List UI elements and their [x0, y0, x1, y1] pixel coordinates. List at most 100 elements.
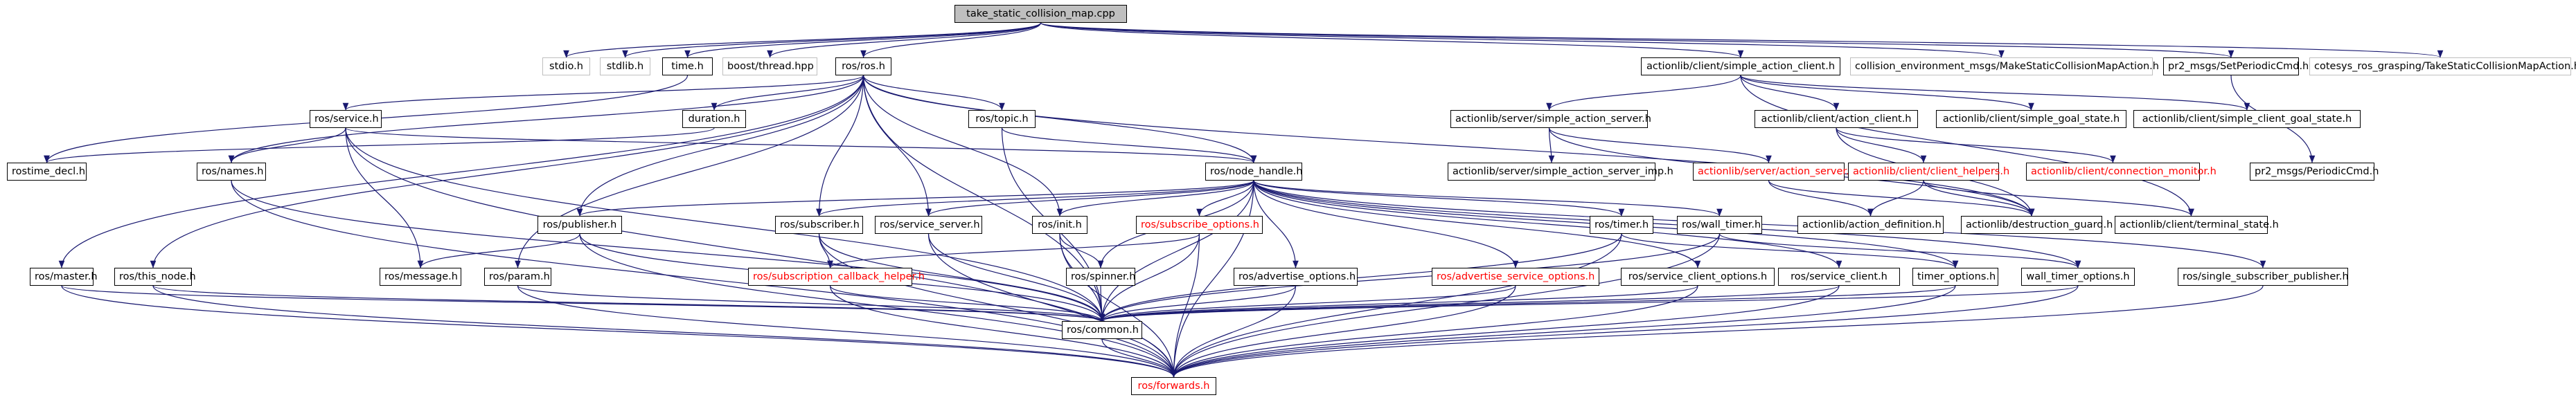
edge-ros-to-master: [58, 75, 864, 268]
node-ros-service-h[interactable]: ros/service.h: [310, 110, 382, 128]
edge-advopt-to-forwards: [1171, 285, 1297, 378]
edge-names-to-common: [231, 180, 1105, 322]
node-ros-init-h[interactable]: ros/init.h: [1032, 216, 1087, 234]
node-rostime-decl-h[interactable]: rostime_decl.h: [7, 163, 87, 181]
node-stdio-h[interactable]: stdio.h: [542, 57, 590, 75]
edge-ros-to-dg: [862, 75, 2035, 217]
edge-ch-to-dg: [1923, 180, 2035, 217]
node-timer-options-h[interactable]: timer_options.h: [1912, 268, 1998, 286]
edge-root-to-boost: [767, 22, 1042, 58]
edge-as-to-dg: [1768, 180, 2035, 217]
node-destruction-guard-h[interactable]: actionlib/destruction_guard.h: [1961, 216, 2113, 234]
edge-param-to-forwards: [517, 285, 1177, 378]
node-action-client-h[interactable]: actionlib/client/action_client.h: [1755, 110, 1918, 128]
edge-sc-to-forwards: [1171, 285, 1840, 378]
node-ros-service-server-h[interactable]: ros/service_server.h: [875, 216, 982, 234]
node-ros-this-node-h[interactable]: ros/this_node.h: [114, 268, 196, 286]
edge-subopt-to-common: [1099, 233, 1200, 322]
node-simple-action-client-h[interactable]: actionlib/client/simple_action_client.h: [1641, 57, 1840, 75]
edge-ros-to-names: [228, 75, 864, 163]
edge-ros-to-publisher: [576, 75, 864, 217]
node-set-periodic-cmd-h[interactable]: pr2_msgs/SetPeriodicCmd.h: [2163, 57, 2309, 75]
edge-nh-to-init: [1056, 180, 1254, 217]
node-connection-monitor-h[interactable]: actionlib/client/connection_monitor.h: [2026, 163, 2217, 181]
node-ros-common-h[interactable]: ros/common.h: [1062, 321, 1142, 339]
node-ros-ros-h[interactable]: ros/ros.h: [835, 57, 891, 75]
node-ros-forwards-h[interactable]: ros/forwards.h: [1131, 377, 1216, 395]
node-ros-topic-h[interactable]: ros/topic.h: [968, 110, 1036, 128]
edge-ros-to-subscriber: [816, 75, 864, 217]
edge-advopt-to-common: [1099, 285, 1297, 322]
node-ros-service-client-options-h[interactable]: ros/service_client_options.h: [1621, 268, 1775, 286]
node-ros-subscriber-h[interactable]: ros/subscriber.h: [775, 216, 863, 234]
edge-nh-to-forwards: [1171, 180, 1254, 378]
node-ros-spinner-h[interactable]: ros/spinner.h: [1066, 268, 1135, 286]
edge-ros-to-topic: [862, 75, 1005, 111]
node-action-definition-h[interactable]: actionlib/action_definition.h: [1797, 216, 1944, 234]
edge-ros-to-service: [342, 75, 864, 111]
edge-service-to-names: [228, 127, 346, 163]
edge-nh-to-subscriber: [816, 180, 1254, 217]
node-stdlib-h[interactable]: stdlib.h: [600, 57, 650, 75]
edge-nh-to-publisher: [577, 180, 1254, 217]
node-ros-single-subscriber-publisher-h[interactable]: ros/single_subscriber_publisher.h: [2178, 268, 2349, 286]
node-wall-timer-options-h[interactable]: wall_timer_options.h: [2021, 268, 2135, 286]
edge-ac-to-cm: [1836, 127, 2116, 163]
edge-service-to-nh: [345, 127, 1256, 163]
node-ros-service-client-h[interactable]: ros/service_client.h: [1778, 268, 1900, 286]
node-client-helpers-h[interactable]: actionlib/client/client_helpers.h: [1848, 163, 2009, 181]
edge-duration-to-rostime: [44, 127, 715, 163]
node-simple-goal-state-h[interactable]: actionlib/client/simple_goal_state.h: [1936, 110, 2126, 128]
edge-master-to-forwards: [61, 285, 1177, 378]
node-ros-publisher-h[interactable]: ros/publisher.h: [538, 216, 622, 234]
node-simple-client-goal-state-h[interactable]: actionlib/client/simple_client_goal_stat…: [2133, 110, 2361, 128]
node-time-h[interactable]: time.h: [662, 57, 713, 75]
edge-timer-to-topt: [1621, 233, 1959, 268]
edge-sco-to-common: [1099, 285, 1698, 322]
node-ros-node-handle-h[interactable]: ros/node_handle.h: [1205, 163, 1303, 181]
edge-nh-to-advopt: [1253, 180, 1299, 268]
edge-root-to-setper: [1040, 22, 2234, 58]
node-root-file[interactable]: take_static_collision_map.cpp: [954, 5, 1127, 23]
edge-nh-to-ss: [925, 180, 1254, 217]
node-ros-advertise-service-options-h[interactable]: ros/advertise_service_options.h: [1432, 268, 1599, 286]
node-ros-wall-timer-h[interactable]: ros/wall_timer.h: [1677, 216, 1762, 234]
edge-sco-to-forwards: [1171, 285, 1698, 378]
node-collision-environment-msgs[interactable]: collision_environment_msgs/MakeStaticCol…: [1850, 57, 2159, 75]
node-simple-action-server-imp-h[interactable]: actionlib/server/simple_action_server_im…: [1448, 163, 1673, 181]
node-simple-action-server-h[interactable]: actionlib/server/simple_action_server.h: [1450, 110, 1651, 128]
node-periodic-cmd-h[interactable]: pr2_msgs/PeriodicCmd.h: [2250, 163, 2379, 181]
edge-sas-to-sasimp: [1548, 127, 1555, 163]
node-ros-message-h[interactable]: ros/message.h: [380, 268, 461, 286]
node-ros-subscribe-options-h[interactable]: ros/subscribe_options.h: [1136, 216, 1263, 234]
edge-timer-to-common: [1099, 233, 1622, 322]
edge-init-to-forwards: [1059, 233, 1177, 378]
edge-ac-to-ch: [1836, 127, 1927, 163]
edge-topt-to-forwards: [1171, 285, 1956, 378]
node-terminal-state-h[interactable]: actionlib/client/terminal_state.h: [2115, 216, 2279, 234]
edge-root-to-cotesys: [1040, 22, 2443, 58]
node-ros-advertise-options-h[interactable]: ros/advertise_options.h: [1234, 268, 1358, 286]
node-ros-names-h[interactable]: ros/names.h: [197, 163, 266, 181]
node-ros-master-h[interactable]: ros/master.h: [30, 268, 98, 286]
edge-walltimer-to-wtopt: [1718, 233, 2081, 268]
edge-ros-to-nh: [862, 75, 1257, 163]
edge-sch-to-common: [829, 285, 1105, 322]
edge-subopt-to-forwards: [1171, 233, 1200, 378]
edge-advsrv-to-common: [1099, 285, 1516, 322]
node-duration-h[interactable]: duration.h: [682, 110, 746, 128]
node-subscription-callback-helper-h[interactable]: ros/subscription_callback_helper.h: [748, 268, 925, 286]
node-boost-thread-hpp[interactable]: boost/thread.hpp: [722, 57, 817, 75]
edge-sac-to-sgs: [1740, 75, 2034, 111]
edge-sch-to-forwards: [829, 285, 1177, 378]
edge-wtopt-to-common: [1099, 285, 2079, 322]
node-cotesys-ros-grasping[interactable]: cotesys_ros_grasping/TakeStaticCollision…: [2309, 57, 2576, 75]
edge-root-to-sac: [1040, 22, 1743, 58]
node-ros-timer-h[interactable]: ros/timer.h: [1590, 216, 1653, 234]
edge-thisnode-to-common: [152, 285, 1105, 322]
edge-sc-to-common: [1099, 285, 1840, 322]
node-action-server-h[interactable]: actionlib/server/action_server.h: [1693, 163, 1856, 181]
edge-ss-to-common: [927, 233, 1105, 322]
node-ros-param-h[interactable]: ros/param.h: [484, 268, 551, 286]
